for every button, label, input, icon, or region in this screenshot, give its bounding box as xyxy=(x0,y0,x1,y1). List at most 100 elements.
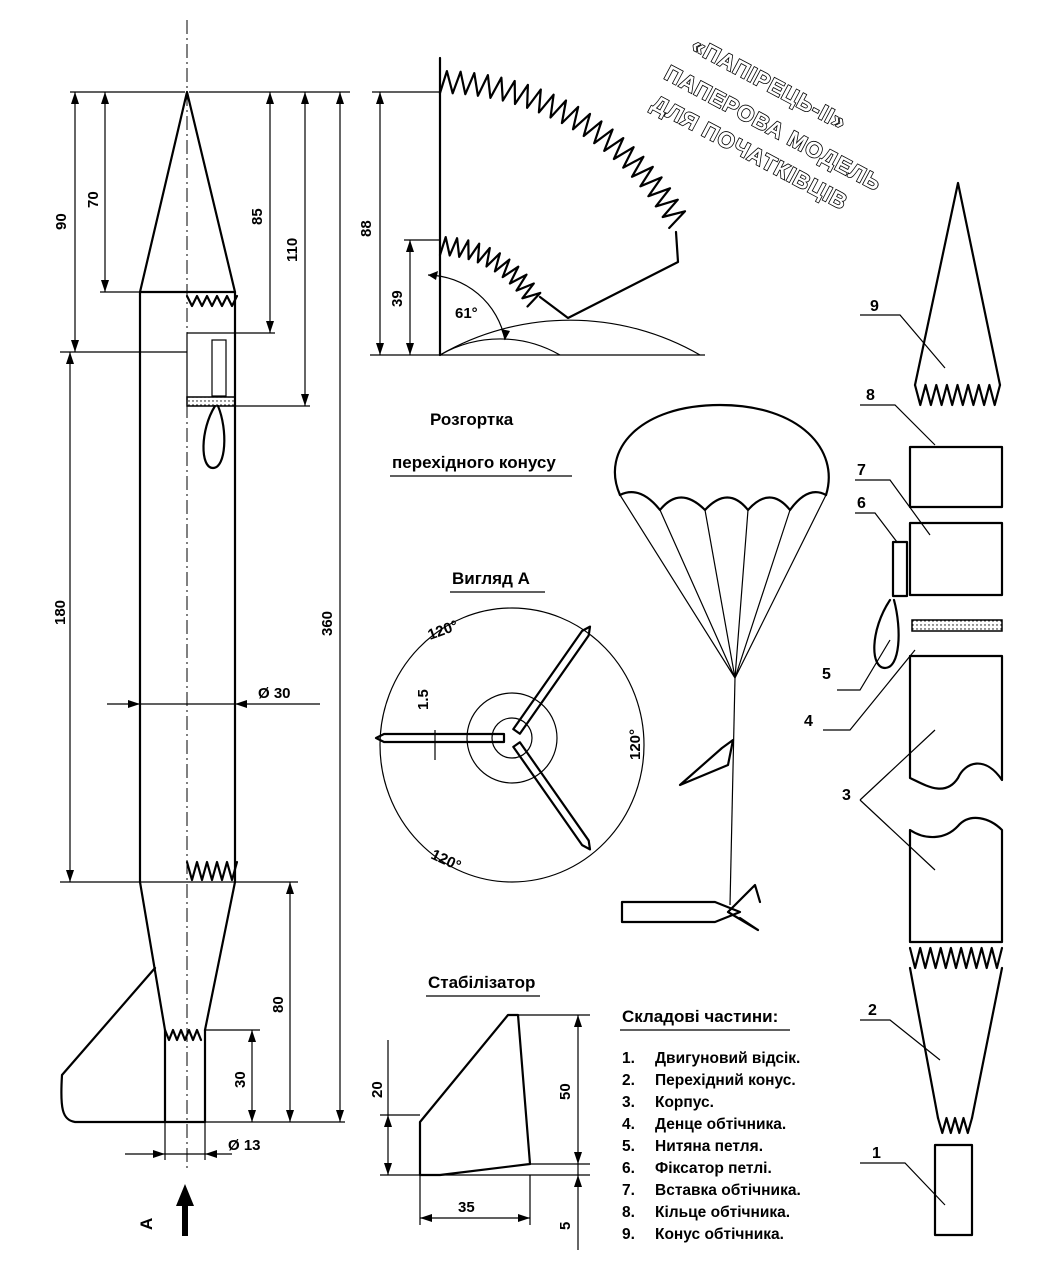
canopy-edge xyxy=(618,491,828,512)
exploded-parts: 9 8 7 6 5 4 3 2 1 xyxy=(804,181,1004,1237)
view-a-title: Вигляд А xyxy=(452,569,530,588)
dim-360: 360 xyxy=(319,611,336,636)
stabilizer-title: Стабілізатор xyxy=(428,973,535,992)
part-2-top-zigzag xyxy=(908,946,1004,970)
part-label-8: 8 xyxy=(866,387,875,404)
stabilizer-shape xyxy=(418,1013,532,1177)
parts-item-num: 2. xyxy=(622,1072,635,1089)
part-8-ring xyxy=(908,445,1004,509)
parts-item-num: 6. xyxy=(622,1160,635,1177)
dimensions-right: 85 110 360 Ø 30 80 30 Ø 13 xyxy=(107,91,350,1160)
fairing-insert xyxy=(140,332,235,400)
dim-180: 180 xyxy=(52,600,69,625)
parts-item-name: Денце обтічника. xyxy=(655,1116,786,1133)
parts-list: 1. Двигуновий відсік. 2. Перехідний кону… xyxy=(622,1050,801,1243)
rocket-side-view: 90 70 180 85 110 360 Ø 30 xyxy=(52,20,350,1236)
parts-item-name: Конус обтічника. xyxy=(655,1226,784,1243)
fin-top-view xyxy=(374,732,506,744)
engine-section xyxy=(163,1028,207,1124)
part-3-body-lower xyxy=(908,816,1004,944)
body-tube xyxy=(138,290,237,884)
dim-diameter-30: Ø 30 xyxy=(258,685,291,702)
fins-top-view xyxy=(374,625,592,851)
view-a: 120° 120° 120° 1.5 xyxy=(374,607,645,883)
angle-120-bottom: 120° xyxy=(428,846,463,875)
stab-dim-35: 35 xyxy=(458,1199,475,1216)
parts-item-name: Фіксатор петлі. xyxy=(655,1160,772,1177)
glue-flap xyxy=(538,230,680,320)
parts-item-num: 3. xyxy=(622,1094,635,1111)
dim-30: 30 xyxy=(232,1071,249,1088)
cone-unfold: 88 39 61° xyxy=(358,56,705,357)
falling-rocket-body xyxy=(620,900,742,924)
part-9-zigzag xyxy=(913,383,1002,407)
parachute-canopy xyxy=(613,403,830,497)
stab-dim-5: 5 xyxy=(557,1222,574,1230)
angle-61: 61° xyxy=(455,305,478,322)
part-9-cone xyxy=(913,181,1002,387)
part-3-body-upper xyxy=(908,654,1004,790)
part-label-1: 1 xyxy=(872,1145,881,1162)
view-letter-a: А xyxy=(137,1218,156,1230)
outer-zigzag-arc xyxy=(438,70,687,230)
falling-rocket-fins xyxy=(726,883,762,932)
parts-item-name: Корпус. xyxy=(655,1094,714,1111)
dim-80: 80 xyxy=(270,996,287,1013)
title-block: «ПАПІРЕЦЬ-II» ПАПЕРОВА МОДЕЛЬ ДЛЯ ПОЧАТК… xyxy=(647,32,887,216)
angle-120-top: 120° xyxy=(426,617,461,644)
transition-zigzag xyxy=(163,1028,203,1042)
body-zigzag xyxy=(185,860,239,882)
parts-item-num: 8. xyxy=(622,1204,635,1221)
dim-diameter-13: Ø 13 xyxy=(228,1137,261,1154)
inner-zigzag-arc xyxy=(438,236,542,308)
part-2-bottom-zigzag xyxy=(936,1116,974,1135)
parts-item-num: 9. xyxy=(622,1226,635,1243)
dimensions-left: 90 70 180 xyxy=(52,91,185,883)
dim-85: 85 xyxy=(249,208,266,225)
parts-item-num: 5. xyxy=(622,1138,635,1155)
cone-unfold-title: Розгортка xyxy=(430,410,514,429)
fin xyxy=(60,966,167,1124)
dim-110: 110 xyxy=(284,238,301,262)
dim-90: 90 xyxy=(53,213,70,230)
parts-item-name: Вставка обтічника. xyxy=(655,1182,801,1199)
fairing-bottom xyxy=(186,396,236,407)
part-5-loop xyxy=(873,598,900,670)
parts-item-name: Кільце обтічника. xyxy=(655,1204,790,1221)
part-6-fixer xyxy=(891,540,909,598)
parts-heading: Складові частини: xyxy=(622,1007,778,1026)
stab-dim-50: 50 xyxy=(557,1083,574,1100)
dim-39: 39 xyxy=(389,290,406,307)
part-label-5: 5 xyxy=(822,666,831,683)
part-label-4: 4 xyxy=(804,713,813,730)
shroud-lines xyxy=(619,494,827,679)
falling-nose-cone xyxy=(678,738,735,787)
dim-88: 88 xyxy=(358,220,375,237)
view-arrow-a xyxy=(176,1184,194,1236)
fairing-zigzag xyxy=(185,294,239,308)
part-label-3: 3 xyxy=(842,787,851,804)
part-2-cone xyxy=(908,966,1004,1120)
parts-item-name: Двигуновий відсік. xyxy=(655,1050,800,1067)
nose-cone xyxy=(138,90,237,294)
thread-loop xyxy=(202,404,226,470)
part-7-insert xyxy=(908,521,1004,597)
part-label-6: 6 xyxy=(857,495,866,512)
parts-item-name: Перехідний конус. xyxy=(655,1072,796,1089)
parachute-recovery xyxy=(613,403,830,932)
parts-item-num: 4. xyxy=(622,1116,635,1133)
fin-top-view xyxy=(512,625,592,735)
transition-cone xyxy=(138,880,237,1032)
part-4-disc xyxy=(911,619,1003,632)
part-label-9: 9 xyxy=(870,298,879,315)
part-1-engine xyxy=(933,1143,974,1237)
dim-70: 70 xyxy=(85,191,102,208)
stab-dim-20: 20 xyxy=(369,1081,386,1098)
part-label-7: 7 xyxy=(857,462,866,479)
angle-120-right: 120° xyxy=(627,729,644,760)
parts-item-num: 1. xyxy=(622,1050,635,1067)
parts-item-name: Нитяна петля. xyxy=(655,1138,763,1155)
loop-fixer xyxy=(211,339,227,397)
part-label-2: 2 xyxy=(868,1002,877,1019)
